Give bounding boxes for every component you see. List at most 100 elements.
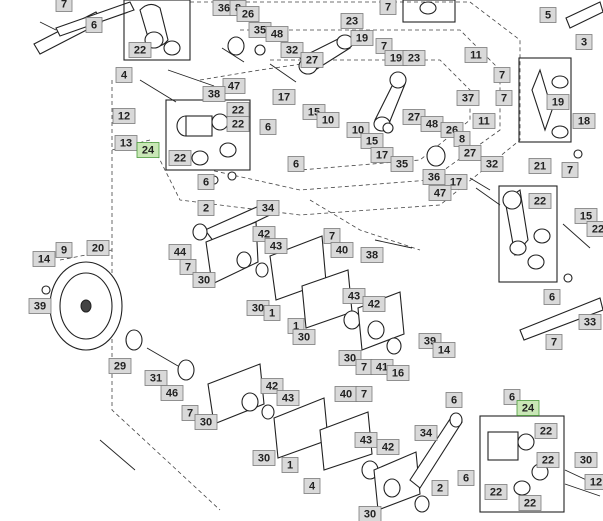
callout-44: 44 [168,244,192,260]
callout-label: 6 [463,473,469,485]
callout-22: 22 [226,102,250,118]
callout-47: 47 [428,185,452,201]
callout-label: 30 [198,275,210,287]
callout-label: 35 [396,159,408,171]
callout-label: 27 [464,148,476,160]
callout-label: 42 [258,229,270,241]
callout-label: 6 [451,395,457,407]
callout-7: 7 [323,228,341,244]
callout-label: 7 [385,2,391,14]
callout-label: 14 [38,254,51,266]
callout-26: 26 [236,6,260,22]
callout-label: 1 [287,460,293,472]
callout-9: 9 [55,242,73,258]
callout-label: 38 [366,250,378,262]
callout-22: 22 [534,423,558,439]
callout-8: 8 [453,131,471,147]
callout-6: 6 [445,392,463,408]
callout-6: 6 [287,156,305,172]
callout-2: 2 [197,200,215,216]
callout-label: 27 [306,55,318,67]
callout-34: 34 [414,425,438,441]
callout-42: 42 [252,226,276,242]
callout-22: 22 [518,495,542,511]
callout-label: 6 [549,292,555,304]
callout-17: 17 [272,89,296,105]
callout-7: 7 [561,162,579,178]
callout-5: 5 [539,7,557,23]
callout-7: 7 [545,334,563,350]
callout-43: 43 [264,238,288,254]
callout-16: 16 [386,365,410,381]
callout-32: 32 [280,42,304,58]
callout-1: 1 [281,457,299,473]
callout-7: 7 [181,405,199,421]
callout-label: 33 [584,317,596,329]
diagram-drawing [33,0,603,513]
callout-label: 2 [437,483,443,495]
callout-label: 22 [174,153,186,165]
callout-label: 36 [218,3,230,15]
callout-6: 6 [197,174,215,190]
callout-7: 7 [355,359,373,375]
callout-19: 19 [350,30,374,46]
callout-10: 10 [316,112,340,128]
callout-label: 35 [254,25,266,37]
callout-7: 7 [179,259,197,275]
callout-7: 7 [379,0,397,15]
callout-label: 24 [142,145,155,157]
callout-43: 43 [342,288,366,304]
callout-7: 7 [375,38,393,54]
callout-48: 48 [265,26,289,42]
callout-label: 23 [346,16,358,28]
callout-32: 32 [480,156,504,172]
callout-30: 30 [246,300,270,316]
callout-label: 30 [344,353,356,365]
callout-label: 7 [551,337,557,349]
callout-label: 1 [269,308,275,320]
callout-6: 6 [457,470,475,486]
callout-label: 39 [34,301,46,313]
callout-15: 15 [574,208,598,224]
callout-label: 22 [542,455,554,467]
callout-20: 20 [86,240,110,256]
callout-23: 23 [402,50,426,66]
callout-30: 30 [358,506,382,521]
callout-label: 13 [120,138,132,150]
callout-38: 38 [360,247,384,263]
callout-30: 30 [192,272,216,288]
callout-label: 22 [232,105,244,117]
callout-label: 22 [540,426,552,438]
callout-4: 4 [115,67,133,83]
callout-label: 22 [232,119,244,131]
callout-label: 7 [185,262,191,274]
callout-label: 30 [364,509,376,521]
callout-11: 11 [472,113,496,129]
callout-label: 7 [381,41,387,53]
callout-label: 29 [114,361,126,373]
callout-label: 3 [581,37,587,49]
callout-label: 20 [92,243,104,255]
callout-18: 18 [572,113,596,129]
callout-label: 47 [228,81,240,93]
callout-42: 42 [362,296,386,312]
callout-36: 36 [422,169,446,185]
callout-label: 43 [282,393,294,405]
callout-label: 7 [361,362,367,374]
callout-label: 7 [501,93,507,105]
callout-15: 15 [360,133,384,149]
callout-48: 48 [420,116,444,132]
callout-label: 22 [490,487,502,499]
callout-43: 43 [354,432,378,448]
callout-22: 22 [528,193,552,209]
callout-13: 13 [114,135,138,151]
callout-label: 43 [360,435,372,447]
callout-30: 30 [574,452,598,468]
callout-24: 24 [516,400,540,416]
callout-label: 23 [408,53,420,65]
callout-label: 31 [150,373,162,385]
callout-14: 14 [32,251,56,267]
callout-label: 22 [134,45,146,57]
callout-30: 30 [338,350,362,366]
